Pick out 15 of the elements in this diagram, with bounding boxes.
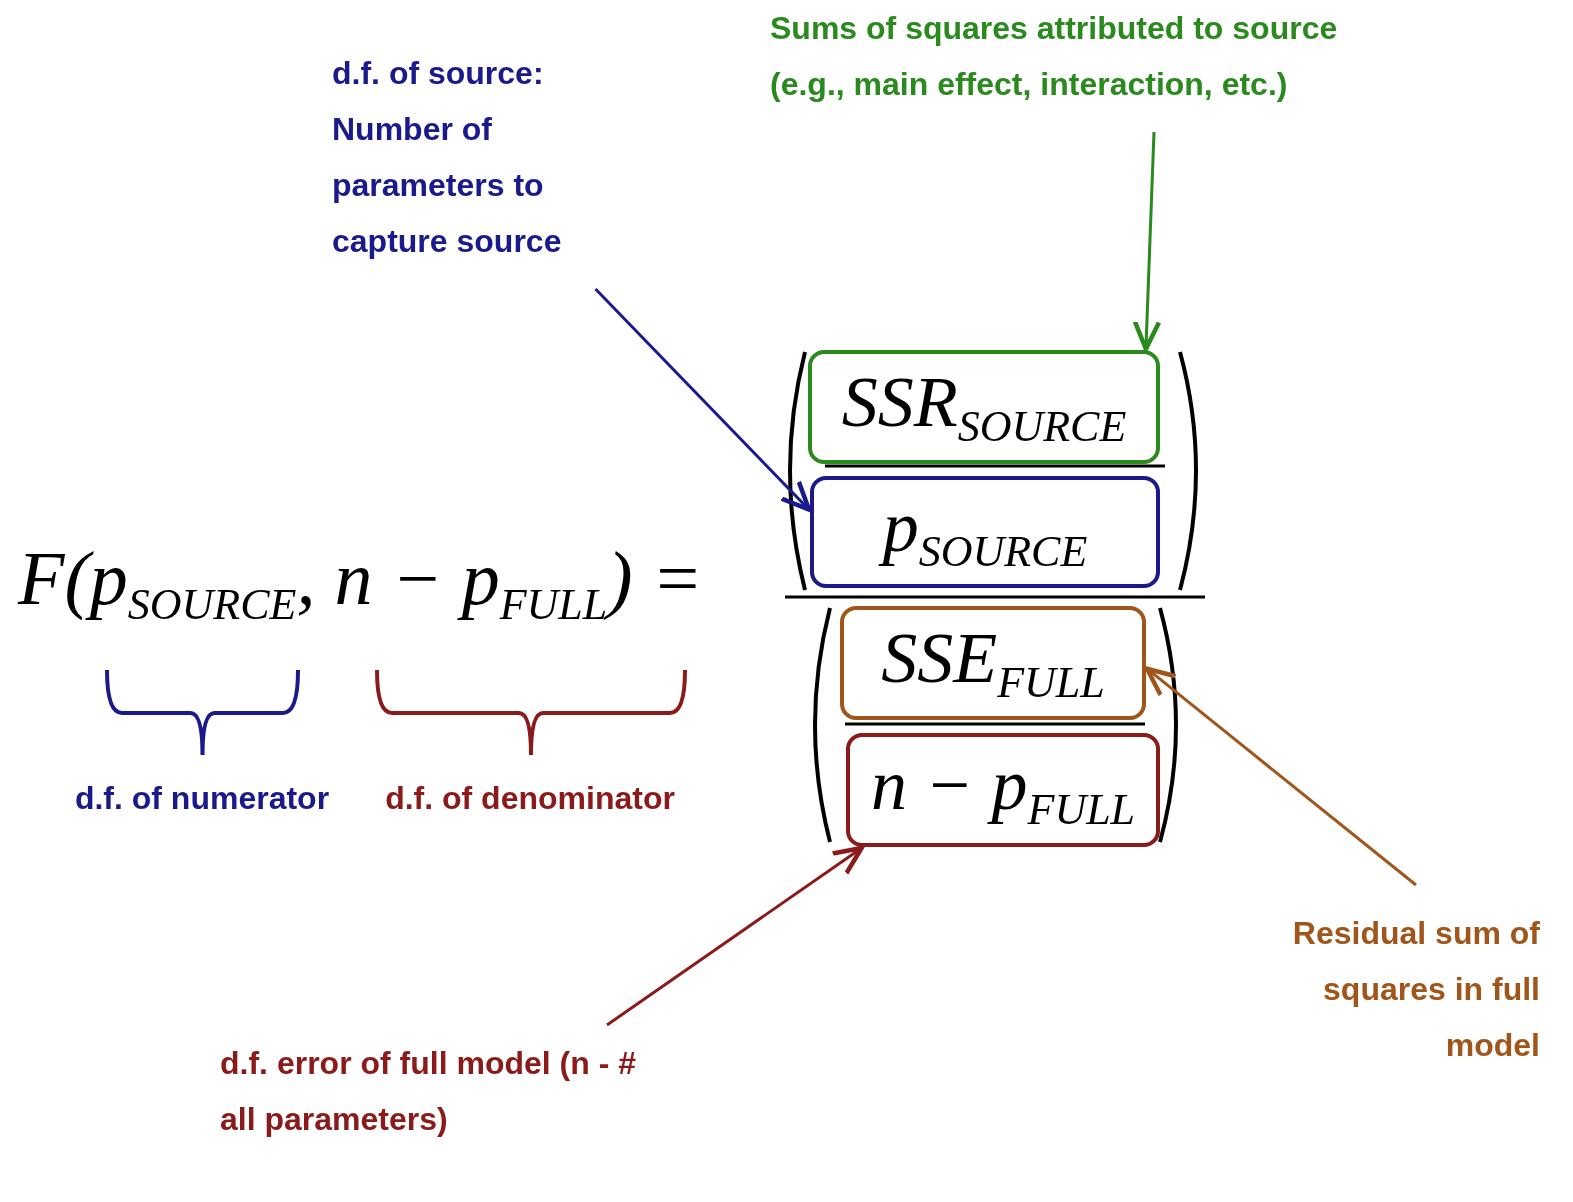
- term-box: n − p$_{FULL}$: [846, 733, 1160, 847]
- arrow: [1144, 666, 1417, 887]
- term-box: p$_{SOURCE}$: [810, 476, 1160, 588]
- brace-label: d.f. of numerator: [73, 779, 331, 818]
- term-box: SSE$_{FULL}$: [840, 606, 1146, 720]
- arrow: [1132, 131, 1162, 352]
- annotation-text: Sums of squares attributed to source (e.g., main effect, interaction, etc.): [770, 0, 1410, 112]
- annotation-text: d.f. of source: Number of parameters to capture source: [332, 45, 642, 269]
- formula: F(p$_{SOURCE}$, n − p$_{FULL}$) =: [18, 535, 703, 631]
- arrow: [606, 845, 864, 1027]
- term-box: SSR$_{SOURCE}$: [808, 350, 1160, 464]
- annotation-text: d.f. error of full model (n - # all parameters): [220, 1035, 650, 1147]
- annotation-text: Residual sum of squares in full model: [1230, 905, 1540, 1073]
- brace-label: d.f. of denominator: [384, 779, 676, 818]
- arrow: [594, 287, 812, 512]
